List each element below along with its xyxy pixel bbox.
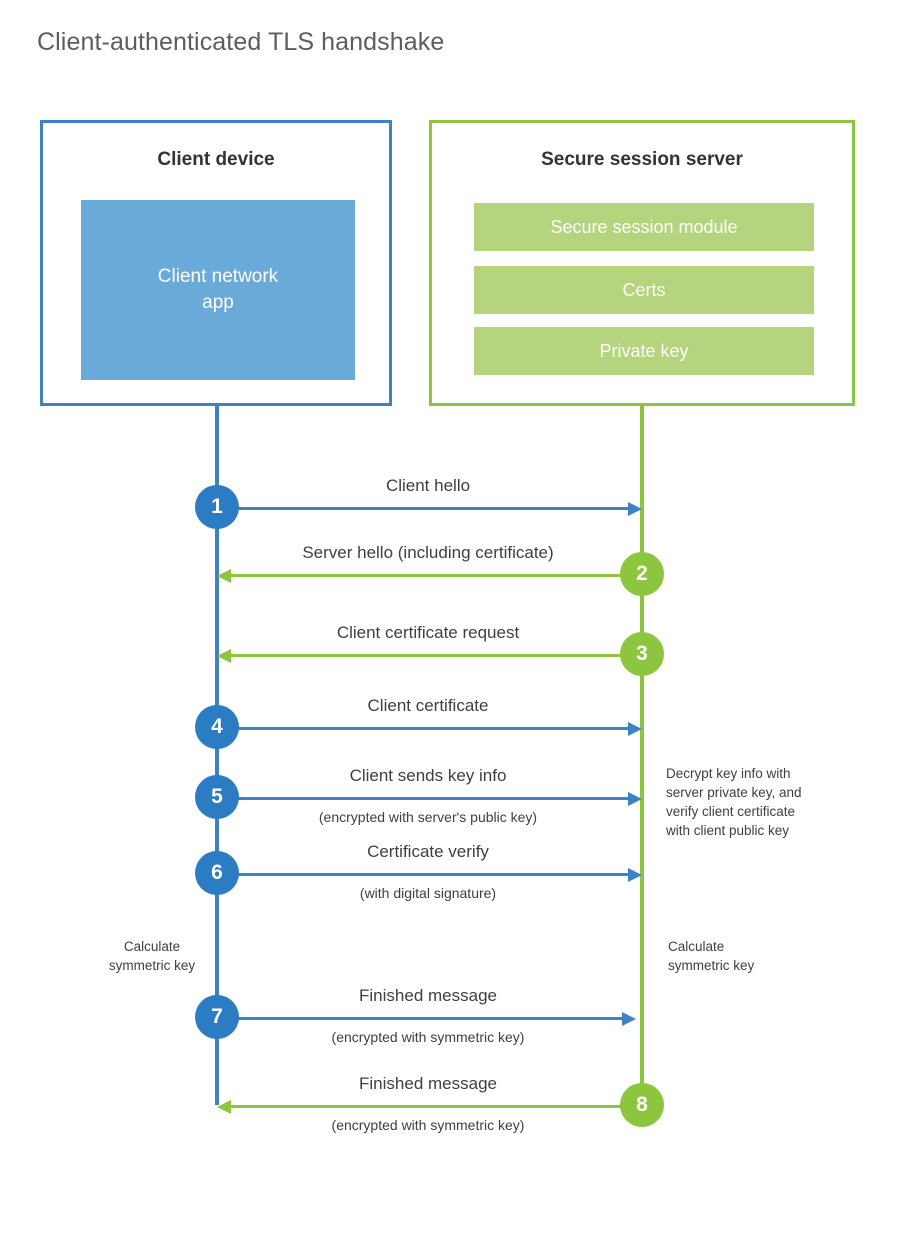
step-badge-8: 8 bbox=[620, 1083, 664, 1127]
message-5-label: Client sends key info bbox=[349, 766, 507, 785]
message-1-label: Client hello bbox=[385, 476, 471, 495]
step-badge-7: 7 bbox=[195, 995, 239, 1039]
message-6-sublabel: (with digital signature) bbox=[359, 885, 497, 901]
server-component-label: Certs bbox=[622, 279, 666, 300]
message-4-arrowhead-icon bbox=[628, 721, 642, 736]
message-6-label: Certificate verify bbox=[367, 842, 489, 861]
step-badge-2: 2 bbox=[620, 552, 664, 596]
client-lifeline bbox=[215, 403, 219, 1105]
message-7-arrowhead-icon bbox=[622, 1011, 636, 1026]
client-calculate-symmetric-key-note: Calculate symmetric key bbox=[108, 939, 196, 974]
message-5-line bbox=[217, 797, 628, 800]
server-component-private-key: Private key bbox=[474, 327, 814, 375]
step-badge-number: 6 bbox=[211, 861, 223, 884]
step-badge-number: 4 bbox=[211, 715, 223, 738]
message-4-label: Client certificate bbox=[367, 696, 489, 715]
server-component-secure-session-module: Secure session module bbox=[474, 203, 814, 251]
step-badge-number: 7 bbox=[211, 1005, 223, 1028]
message-4-line bbox=[217, 727, 628, 730]
step-badge-number: 2 bbox=[636, 562, 648, 585]
step-badge-4: 4 bbox=[195, 705, 239, 749]
message-5-sublabel: (encrypted with server's public key) bbox=[318, 809, 538, 825]
message-5-arrowhead-icon bbox=[628, 791, 642, 806]
step-badge-6: 6 bbox=[195, 851, 239, 895]
message-1-arrowhead-icon bbox=[628, 501, 642, 516]
message-8-label: Finished message bbox=[359, 1074, 497, 1093]
server-calculate-symmetric-key-note: Calculate symmetric key bbox=[668, 939, 755, 974]
client-device-box: Client device Client network app bbox=[40, 120, 392, 406]
message-2-arrowhead-icon bbox=[217, 568, 231, 583]
client-network-app-label: Client network app bbox=[157, 266, 279, 313]
message-1-line bbox=[217, 507, 628, 510]
secure-session-server-box: Secure session server Secure session mod… bbox=[429, 120, 855, 406]
message-8-sublabel: (encrypted with symmetric key) bbox=[331, 1117, 525, 1133]
message-3-arrowhead-icon bbox=[217, 648, 231, 663]
step-badge-5: 5 bbox=[195, 775, 239, 819]
server-decrypt-note: Decrypt key info with server private key… bbox=[666, 766, 802, 839]
step-badge-number: 8 bbox=[636, 1093, 648, 1116]
message-7-label: Finished message bbox=[359, 986, 497, 1005]
message-3-line bbox=[231, 654, 625, 657]
server-component-label: Private key bbox=[599, 340, 689, 361]
message-8-arrowhead-icon bbox=[217, 1099, 231, 1114]
step-badge-number: 5 bbox=[211, 785, 223, 808]
message-6-line bbox=[217, 873, 628, 876]
message-2-label: Server hello (including certificate) bbox=[302, 543, 554, 562]
step-badge-number: 3 bbox=[636, 642, 648, 665]
step-badge-1: 1 bbox=[195, 485, 239, 529]
step-badge-number: 1 bbox=[211, 495, 223, 518]
step-badge-3: 3 bbox=[620, 632, 664, 676]
server-component-certs: Certs bbox=[474, 266, 814, 314]
message-8-line bbox=[231, 1105, 625, 1108]
page-title: Client-authenticated TLS handshake bbox=[37, 28, 445, 56]
message-6-arrowhead-icon bbox=[628, 867, 642, 882]
client-device-title: Client device bbox=[157, 149, 275, 170]
server-lifeline bbox=[640, 403, 644, 1105]
server-component-label: Secure session module bbox=[550, 216, 738, 237]
message-2-line bbox=[231, 574, 625, 577]
client-network-app-box: Client network app bbox=[81, 200, 355, 380]
message-7-sublabel: (encrypted with symmetric key) bbox=[331, 1029, 525, 1045]
message-3-label: Client certificate request bbox=[336, 623, 520, 642]
message-7-line bbox=[217, 1017, 622, 1020]
secure-session-server-title: Secure session server bbox=[541, 149, 743, 170]
